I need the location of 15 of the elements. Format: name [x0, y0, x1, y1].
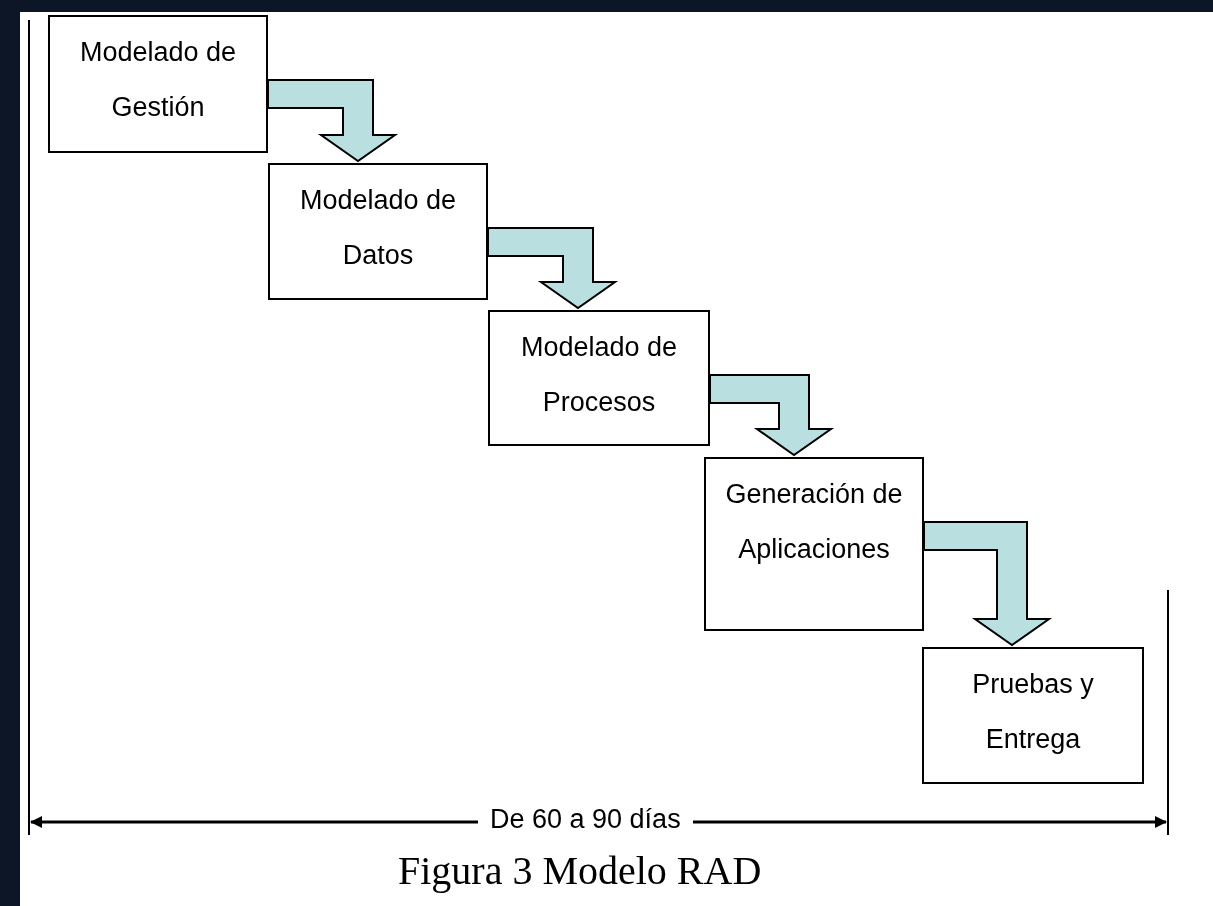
process-box [922, 647, 1144, 784]
process-box [268, 163, 488, 300]
box-label: Modelado de Gestión [78, 36, 238, 124]
process-box [48, 15, 268, 153]
process-box [488, 310, 710, 446]
block-arrow [709, 374, 835, 457]
box-label: Modelado de Procesos [519, 331, 679, 419]
caption: Figura 3 Modelo RAD [398, 847, 762, 895]
process-box [704, 457, 924, 631]
block-arrow [487, 227, 619, 310]
block-arrow [923, 521, 1053, 647]
block-arrow [267, 79, 399, 163]
box-label: Generación de Aplicaciones [724, 478, 904, 566]
box-label: Modelado de Datos [298, 184, 458, 272]
box-label: Pruebas y Entrega [971, 668, 1095, 756]
